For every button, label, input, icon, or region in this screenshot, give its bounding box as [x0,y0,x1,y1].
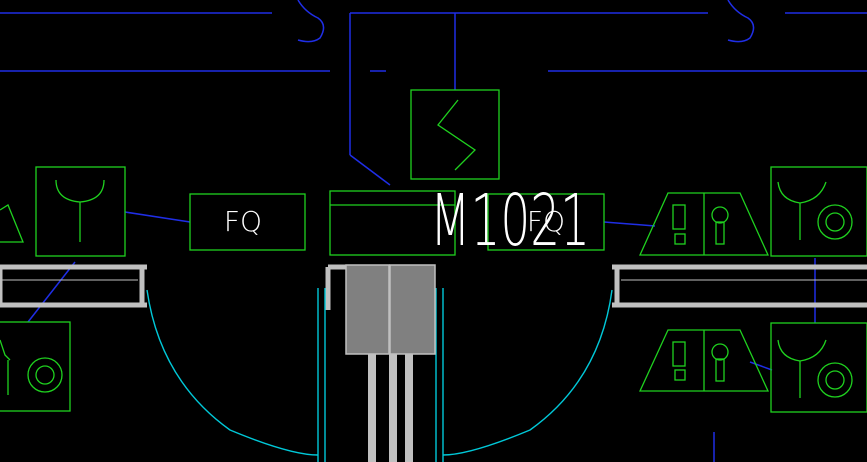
y-sensor-icon-lower-right [770,322,867,413]
y-sensor-icon-upper-right [770,166,867,257]
door-tag-label: M1021 [430,179,590,262]
fq-right-label: FQ [527,205,565,238]
walls [0,264,867,310]
door-swings [146,288,613,462]
s-switch-icon [410,89,500,180]
fq-left-label: FQ [224,205,262,238]
alarm-bell-icon-left-partial [0,204,24,243]
alarm-bell-icon-upper [638,192,770,256]
central-door-device [345,264,436,462]
panel-box-center [329,190,456,256]
y-sensor-icon-left [35,166,126,257]
alarm-bell-icon-lower [638,329,770,392]
y-sensor-icon-lower-left [0,321,71,412]
fq-box-left: FQ [189,193,306,251]
fq-box-right: FQ [487,193,605,251]
